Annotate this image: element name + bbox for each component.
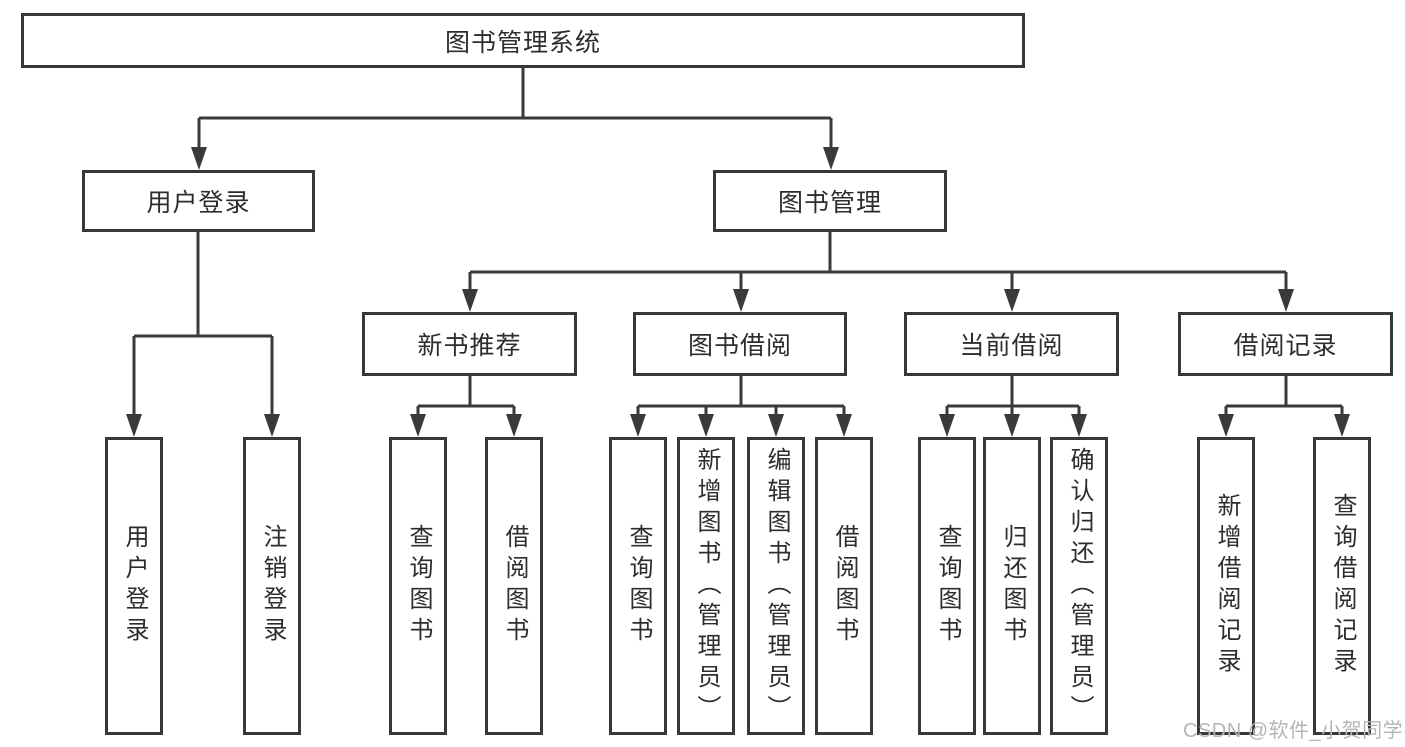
node-current-borrowing: 当前借阅	[904, 312, 1119, 376]
node-book-borrowing: 图书借阅	[633, 312, 847, 376]
leaf-borrow-books-recommendation: 借阅图书	[485, 437, 543, 735]
csdn-watermark: CSDN @软件_小贺同学	[1183, 720, 1404, 742]
leaf-add-books-admin: 新增图书（管理员）	[677, 437, 735, 735]
leaf-return-books: 归还图书	[983, 437, 1041, 735]
leaf-query-books-current: 查询图书	[918, 437, 976, 735]
node-new-book-recommendation: 新书推荐	[362, 312, 577, 376]
leaf-logout: 注销登录	[243, 437, 301, 735]
leaf-user-login: 用户登录	[105, 437, 163, 735]
node-book-management-system: 图书管理系统	[21, 13, 1025, 68]
leaf-query-borrow-record: 查询借阅记录	[1313, 437, 1371, 735]
tree-edges	[132, 68, 1344, 418]
leaf-confirm-return-admin: 确认归还（管理员）	[1050, 437, 1108, 735]
node-borrowing-records: 借阅记录	[1178, 312, 1393, 376]
node-book-management: 图书管理	[713, 170, 947, 232]
leaf-query-books-recommendation: 查询图书	[389, 437, 447, 735]
node-user-login: 用户登录	[82, 170, 315, 232]
leaf-borrow-books: 借阅图书	[815, 437, 873, 735]
arrowheads	[126, 147, 1350, 437]
leaf-query-books-borrowing: 查询图书	[609, 437, 667, 735]
leaf-edit-books-admin: 编辑图书（管理员）	[747, 437, 805, 735]
leaf-add-borrow-record: 新增借阅记录	[1197, 437, 1255, 735]
